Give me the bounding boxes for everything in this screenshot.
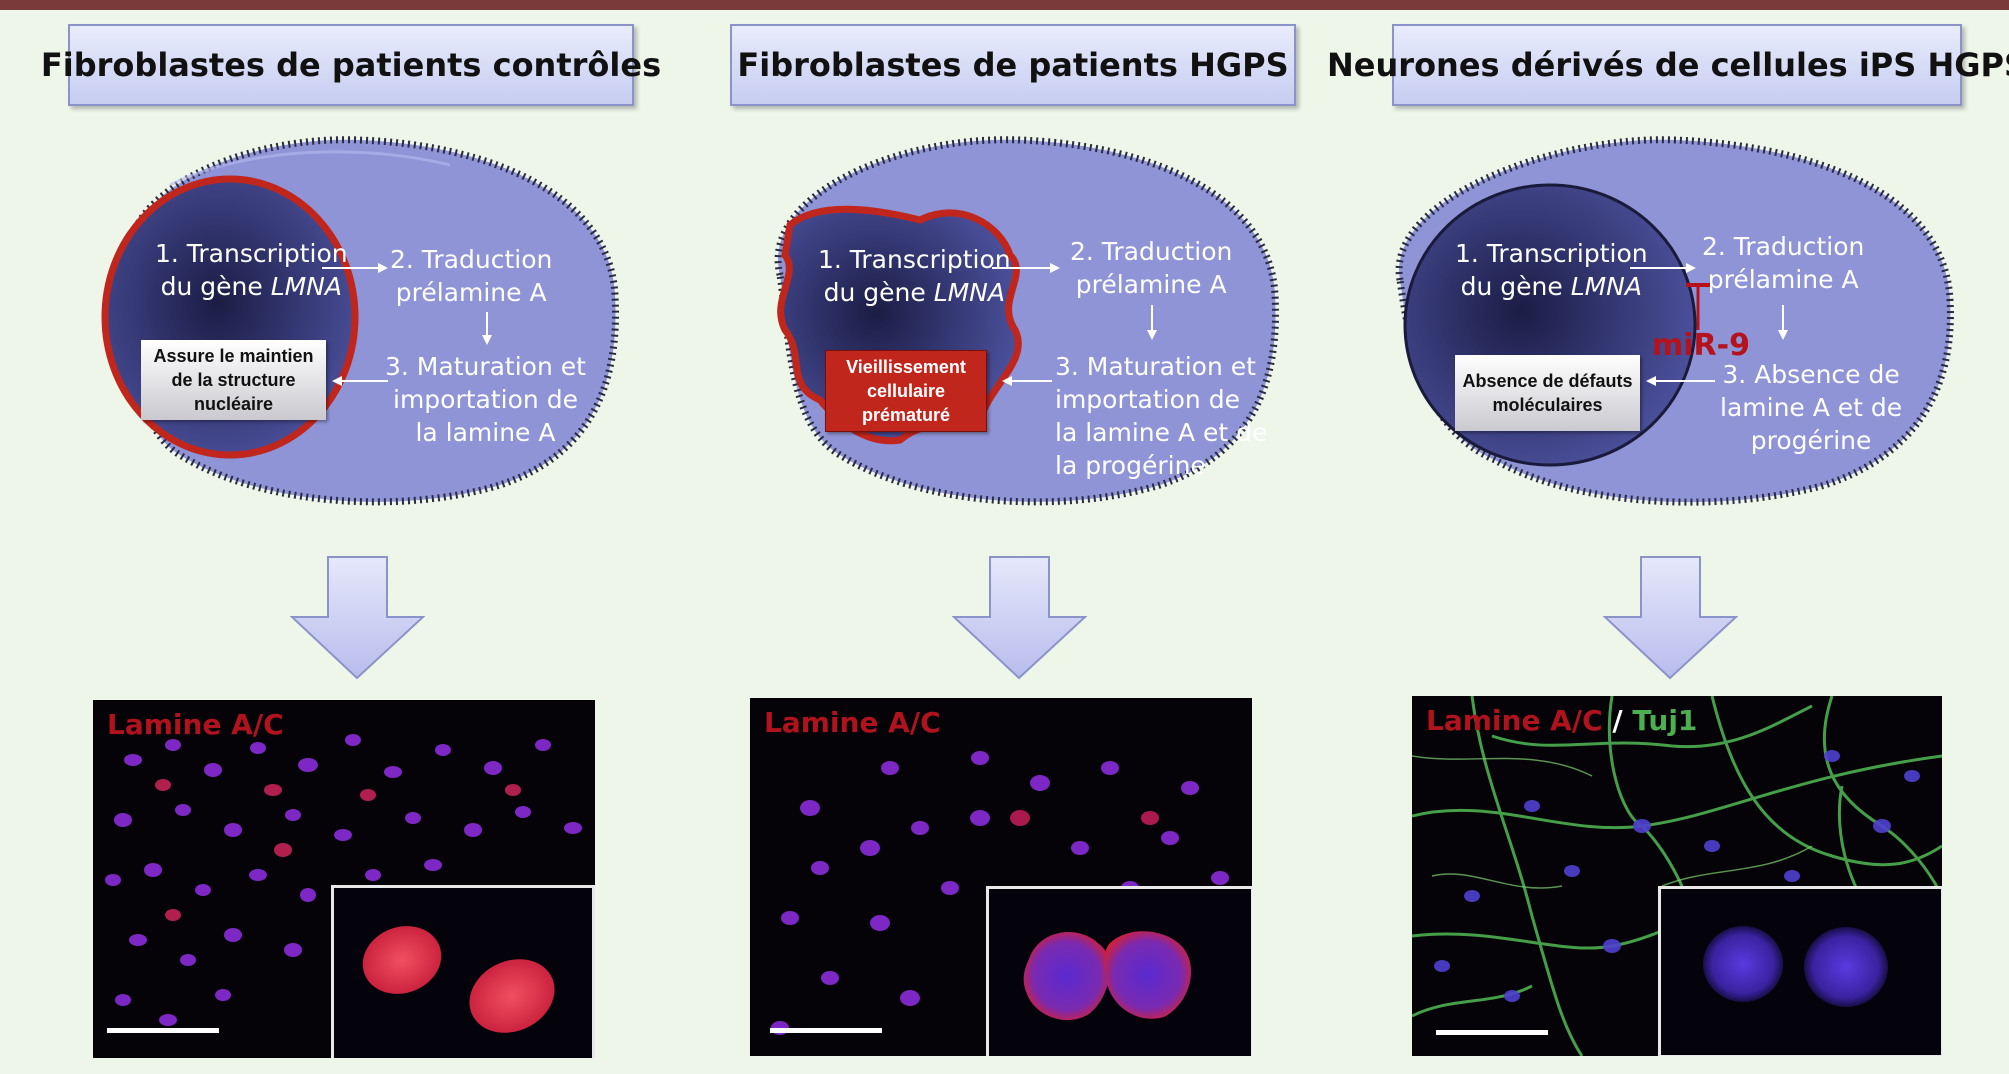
panel3-effect-box: Absence de défauts moléculaires bbox=[1455, 355, 1640, 431]
panel3-stain-label: Lamine A/C / Tuj1 bbox=[1426, 704, 1697, 737]
panel3-inset bbox=[1658, 886, 1942, 1056]
panel3-micrograph: Lamine A/C / Tuj1 bbox=[1412, 696, 1942, 1056]
panel3-scale-bar bbox=[1436, 1030, 1548, 1035]
inset-nuclei bbox=[1661, 889, 1941, 1055]
panel3-down-arrow bbox=[1603, 555, 1738, 680]
mir9-label: miR-9 bbox=[1652, 328, 1750, 363]
